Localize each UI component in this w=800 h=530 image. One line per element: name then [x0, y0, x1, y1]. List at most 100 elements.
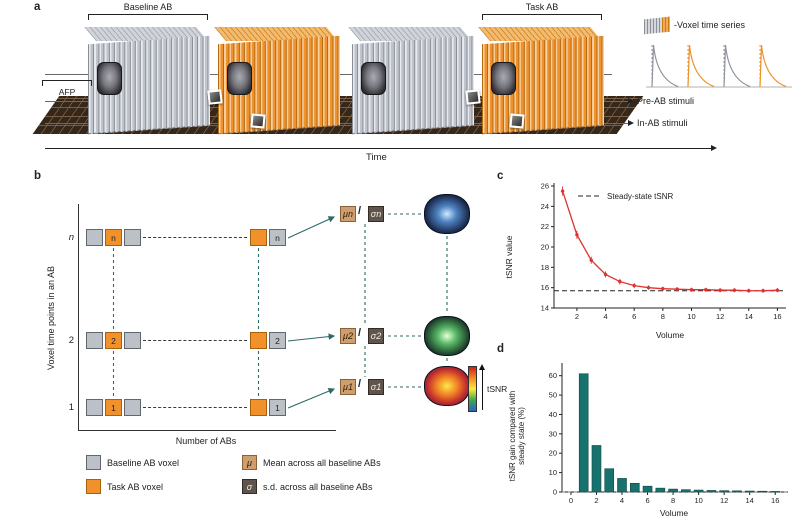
gain-bar — [732, 490, 742, 493]
baseline-ab-voxel — [86, 229, 103, 246]
brain-slice-image — [97, 62, 122, 95]
data-point — [689, 288, 694, 292]
row-tick-label: 2 — [68, 335, 74, 346]
legend-baseline-label: Baseline AB voxel — [107, 458, 180, 468]
task-ab-block — [478, 26, 604, 135]
tsnr-up-arrow-icon — [478, 364, 485, 410]
panel-c-x-axis-label: Volume — [655, 330, 685, 340]
ab-sequence-ellipsis — [143, 407, 247, 408]
in-ab-arrow-icon — [628, 119, 634, 126]
y-tick-label: 26 — [541, 182, 549, 191]
y-tick-label: 24 — [541, 202, 549, 211]
x-tick-label: 2 — [594, 496, 598, 505]
sd-box: σ2 — [368, 328, 384, 344]
baseline-ab-block — [348, 26, 474, 135]
baseline-ab-block — [84, 26, 210, 135]
ab-sequence-ellipsis — [143, 340, 247, 341]
x-tick-label: 12 — [716, 312, 724, 321]
tsnr-map-1 — [424, 366, 470, 406]
row-tick-label: n — [68, 232, 74, 243]
task-ab-voxel: n — [105, 229, 122, 246]
y-tick-label: 50 — [549, 391, 557, 400]
legend-sigma-swatch: σ — [242, 479, 257, 494]
baseline-ab-voxel — [86, 332, 103, 349]
legend-baseline-swatch — [86, 455, 101, 470]
x-tick-label: 14 — [746, 496, 754, 505]
gain-bar — [693, 489, 704, 493]
time-label: Time — [366, 152, 387, 163]
brain-slice-image — [491, 62, 516, 95]
tsnr-arrow-label: tSNR — [487, 384, 508, 394]
y-tick-label: 10 — [549, 468, 557, 477]
data-point — [603, 272, 608, 277]
panel-a-label: a — [34, 1, 41, 13]
brain-slice-image — [361, 62, 386, 95]
baseline-ab-voxel — [124, 399, 141, 416]
baseline-ab-bracket-label: Baseline AB — [123, 2, 173, 12]
y-tick-label: 16 — [541, 283, 549, 292]
mean-box: μn — [340, 206, 356, 222]
gain-bar — [757, 490, 768, 493]
y-tick-label: 0 — [553, 488, 557, 497]
legend-task-label: Task AB voxel — [107, 482, 164, 492]
baseline-ab-voxel — [124, 229, 141, 246]
voxel-stack-icon — [644, 16, 670, 35]
stimulus-image — [509, 113, 525, 129]
voxel-series-label: -Voxel time series — [674, 20, 746, 30]
panel-c-y-axis-label: tSNR value — [504, 235, 514, 279]
y-tick-label: 14 — [541, 304, 549, 313]
gain-bar — [770, 491, 781, 493]
baseline-ab-voxel — [86, 399, 103, 416]
voxel-stack-orange-part — [662, 16, 670, 33]
y-tick-label: 20 — [541, 243, 549, 252]
gain-bar — [604, 468, 615, 493]
task-ab-voxel — [250, 229, 267, 246]
panel-d-label: d — [497, 343, 505, 355]
y-tick-label: 22 — [541, 222, 549, 231]
data-point — [775, 288, 780, 292]
tsnr-line — [561, 190, 778, 292]
ratio-slash: / — [358, 378, 362, 390]
gain-bar — [578, 373, 589, 493]
x-tick-label: 10 — [694, 496, 702, 505]
x-tick-label: 14 — [745, 312, 753, 321]
stimulus-image — [465, 89, 481, 105]
gain-bar — [681, 489, 691, 493]
task-ab-bracket-label: Task AB — [525, 2, 559, 12]
y-tick-label: 60 — [549, 371, 557, 380]
data-point — [560, 189, 565, 193]
panel-c-label: c — [497, 170, 504, 182]
task-ab-voxel — [250, 399, 267, 416]
gain-bar — [668, 488, 678, 493]
sd-box: σ1 — [368, 379, 384, 395]
data-point — [575, 233, 579, 237]
gain-bar — [744, 490, 755, 493]
x-tick-label: 6 — [645, 496, 649, 505]
gain-bar — [655, 487, 666, 493]
data-point — [589, 258, 593, 262]
baseline-ab-voxel — [124, 332, 141, 349]
panel-b-x-axis — [78, 430, 336, 431]
brain-slice-image — [227, 62, 252, 95]
task-ab-block — [214, 26, 340, 135]
baseline-ab-voxel: n — [269, 229, 286, 246]
x-tick-label: 4 — [603, 312, 607, 321]
data-point — [675, 287, 679, 291]
gain-bar — [629, 482, 640, 493]
x-tick-label: 2 — [575, 312, 579, 321]
task-ab-voxel — [250, 332, 267, 349]
time-axis-arrow-icon — [711, 144, 717, 151]
x-tick-label: 16 — [773, 312, 781, 321]
gain-bar — [706, 490, 717, 493]
x-tick-label: 8 — [661, 312, 665, 321]
x-tick-label: 8 — [671, 496, 675, 505]
data-point — [618, 279, 622, 284]
panel-b-x-axis-label: Number of ABs — [175, 436, 237, 446]
baseline-ab-bracket: Baseline AB — [88, 2, 208, 20]
legend-sigma-label: s.d. across all baseline ABs — [263, 482, 373, 492]
mean-box: μ1 — [340, 379, 356, 395]
mean-box: μ2 — [340, 328, 356, 344]
voxel-time-series-plot — [646, 43, 792, 88]
pre-ab-label: Pre-AB stimuli — [637, 96, 695, 106]
